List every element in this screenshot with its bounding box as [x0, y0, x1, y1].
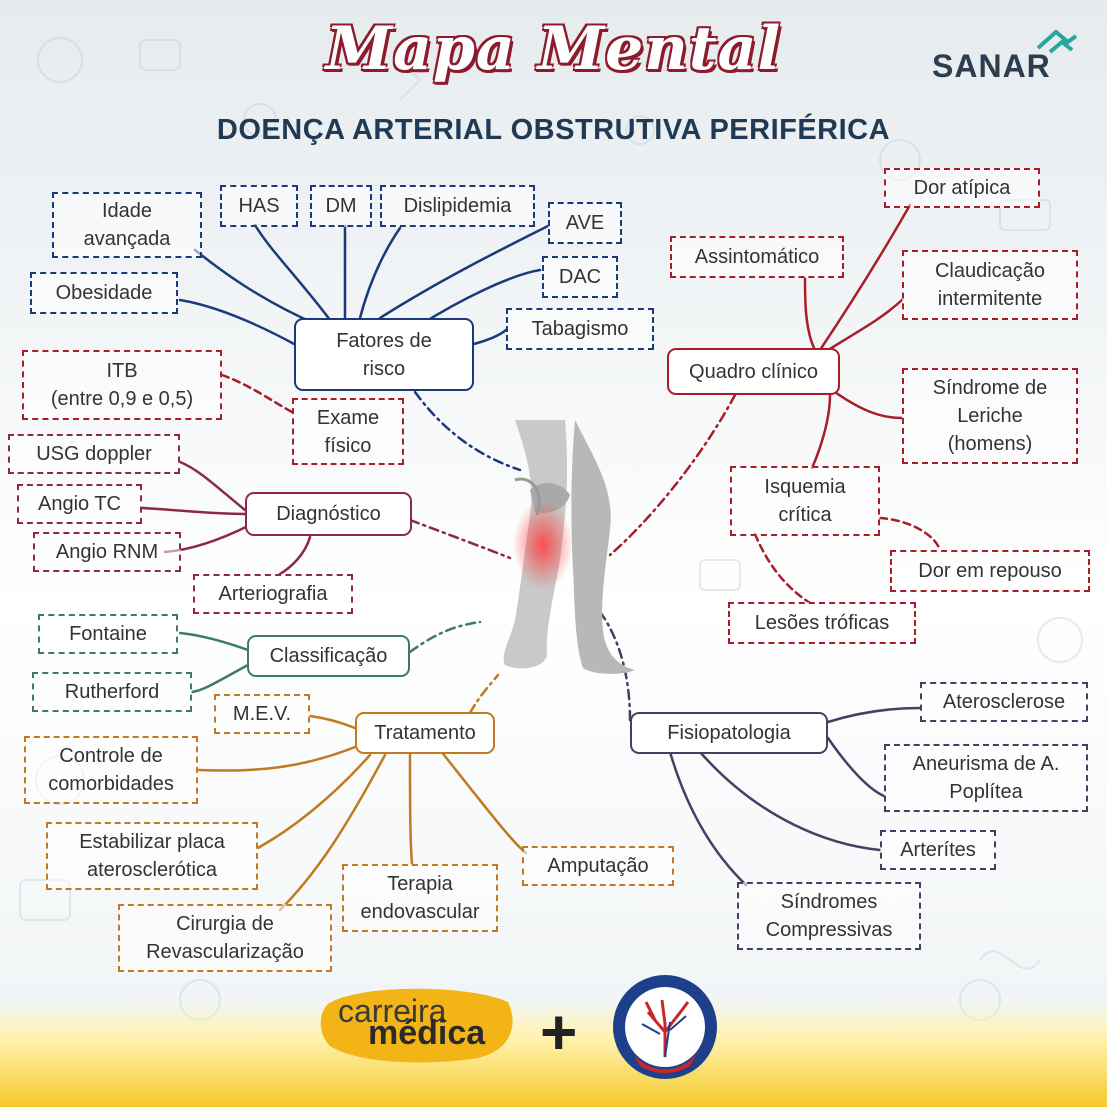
node-dm: DM [310, 185, 372, 227]
hub-classificacao: Classificação [247, 635, 410, 677]
node-sindromes-compressivas: Síndromes Compressivas [737, 882, 921, 950]
node-rutherford: Rutherford [32, 672, 192, 712]
plus-sign: + [540, 996, 578, 1068]
carreira-medica-logo [320, 988, 513, 1063]
node-amputacao: Amputação [522, 846, 674, 886]
footer-band [0, 1000, 1107, 1107]
node-has: HAS [220, 185, 298, 227]
node-controle-de-comorbidades: Controle de comorbidades [24, 736, 198, 804]
hub-fatores-de-risco: Fatores de risco [294, 318, 474, 391]
node-itb: ITB (entre 0,9 e 0,5) [22, 350, 222, 420]
node-isquemia-critica: Isquemia crítica [730, 466, 880, 536]
brand-mark-icon [1036, 29, 1078, 54]
node-tabagismo: Tabagismo [506, 308, 654, 350]
node-lesoes-troficas: Lesões tróficas [728, 602, 916, 644]
hub-fisiopatologia: Fisiopatologia [630, 712, 828, 754]
node-terapia-endovascular: Terapia endovascular [342, 864, 498, 932]
node-dislipidemia: Dislipidemia [380, 185, 535, 227]
node-idade-avancada: Idade avançada [52, 192, 202, 258]
node-cirurgia-revascularizacao: Cirurgia de Revascularização [118, 904, 332, 972]
node-dor-atipica: Dor atípica [884, 168, 1040, 208]
leg-pain-illustration [503, 420, 635, 674]
node-ave: AVE [548, 202, 622, 244]
page-title: Mapa Mental [325, 14, 782, 84]
node-claudicacao-intermitente: Claudicação intermitente [902, 250, 1078, 320]
medica-text: médica [368, 1014, 486, 1052]
node-usg-doppler: USG doppler [8, 434, 180, 474]
hub-diagnostico: Diagnóstico [245, 492, 412, 536]
node-arteriografia: Arteriografia [193, 574, 353, 614]
node-estabilizar-placa: Estabilizar placa aterosclerótica [46, 822, 258, 890]
node-angio-rnm: Angio RNM [33, 532, 181, 572]
brand-logo: SANAR [932, 48, 1051, 84]
node-aterosclerose: Aterosclerose [920, 682, 1088, 722]
node-arterites: Arterítes [880, 830, 996, 870]
node-dac: DAC [542, 256, 618, 298]
hub-tratamento: Tratamento [355, 712, 495, 754]
node-angio-tc: Angio TC [17, 484, 142, 524]
node-assintomatico: Assintomático [670, 236, 844, 278]
node-aneurisma-poplitea: Aneurisma de A. Poplítea [884, 744, 1088, 812]
node-exame-fisico: Exame físico [292, 398, 404, 465]
carreira-text: carreira [338, 993, 447, 1029]
page-subtitle: DOENÇA ARTERIAL OBSTRUTIVA PERIFÉRICA [216, 114, 891, 146]
node-mev: M.E.V. [214, 694, 310, 734]
node-fontaine: Fontaine [38, 614, 178, 654]
node-dor-em-repouso: Dor em repouso [890, 550, 1090, 592]
node-sindrome-de-leriche: Síndrome de Leriche (homens) [902, 368, 1078, 464]
node-obesidade: Obesidade [30, 272, 178, 314]
hub-quadro-clinico: Quadro clínico [667, 348, 840, 395]
livasc-seal-logo [613, 975, 717, 1079]
